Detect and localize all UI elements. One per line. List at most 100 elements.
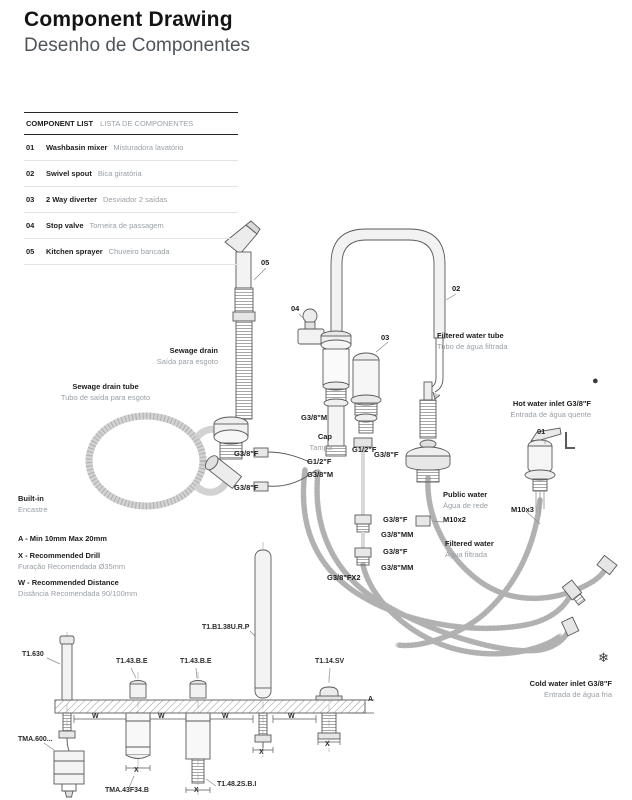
hose-fittings-drawing	[561, 554, 618, 637]
thread-label-g38f-r1: G3/8"F	[374, 450, 399, 459]
row-num: 02	[26, 169, 35, 178]
row-name-pt: Bica giratória	[97, 169, 142, 178]
code-t1630: T1.630	[22, 651, 44, 658]
dim-x-2: X	[194, 787, 199, 794]
component-list-title-en: COMPONENT LIST	[26, 119, 94, 128]
thread-label-g38mm-1: G3/8"MM	[381, 530, 414, 539]
callout-text-pt: Saída para esgoto	[156, 356, 218, 366]
callout-built-in: Built-in Encastre	[18, 494, 48, 515]
filtered-water-tube-drawing	[431, 338, 444, 400]
swivel-spout-drawing	[330, 228, 446, 339]
thread-label-m10x3: M10x3	[511, 505, 534, 514]
callout-text-en: Hot water inlet G3/8"F	[512, 399, 591, 408]
code-t114sv: T1.14.SV	[315, 658, 345, 665]
thread-label-g38mm-2: G3/8"MM	[381, 563, 414, 572]
part-ref-02: 02	[452, 284, 461, 293]
center-fittings-drawing	[353, 437, 431, 566]
component-list-row: 02 Swivel spout Bica giratória	[24, 161, 238, 187]
row-name-en: Swivel spout	[46, 169, 92, 178]
callout-filtered-water: Filtered water Água filtrada	[445, 539, 494, 560]
row-name-en: Kitchen sprayer	[46, 247, 103, 256]
callout-text-pt: Tubo de saída para esgoto	[60, 392, 151, 402]
component-list: COMPONENT LIST LISTA DE COMPONENTES 01 W…	[24, 112, 238, 265]
dim-w-3: W	[222, 713, 229, 720]
dim-w-1: W	[92, 713, 99, 720]
component-list-title-pt: LISTA DE COMPONENTES	[100, 119, 194, 128]
thread-label-g38f-m2: G3/8"F	[383, 547, 408, 556]
callout-text-en: Built-in	[18, 494, 44, 503]
callout-text-en: Filtered water	[445, 539, 494, 548]
page-title: Component Drawing	[24, 8, 233, 31]
washbasin-mixer-drawing	[524, 427, 575, 517]
kitchen-sprayer-drawing	[224, 220, 261, 420]
thread-label-g38f-l2: G3/8"F	[234, 483, 259, 492]
row-name-pt: Torneira de passagem	[89, 221, 164, 230]
component-list-row: 04 Stop valve Torneira de passagem	[24, 213, 238, 239]
thread-label-g12f-2: G1/2"F	[307, 457, 332, 466]
callout-text-en: Cold water inlet G3/8"F	[529, 679, 612, 688]
callout-hot-water-inlet: Hot water inlet G3/8"F Entrada de água q…	[511, 399, 592, 420]
page-header: Component Drawing Desenho de Componentes	[24, 8, 250, 57]
note-w: W - Recommended Distance Distância Recom…	[18, 578, 137, 599]
part-ref-05: 05	[261, 258, 270, 267]
row-num: 01	[26, 143, 35, 152]
callout-text-en: Sewage drain	[169, 346, 218, 355]
sewage-drain-tube-drawing	[85, 412, 229, 510]
part-ref-01: 01	[537, 427, 546, 436]
callout-text-pt: Água de rede	[443, 500, 489, 510]
callout-sewage-drain: Sewage drain Saída para esgoto	[157, 346, 218, 367]
note-text-en: W - Recommended Distance	[18, 578, 119, 587]
row-name-en: Washbasin mixer	[46, 143, 108, 152]
left-fittings-drawing	[253, 447, 317, 492]
code-t1482sbi: T1.48.2S.B.I	[217, 781, 257, 788]
component-list-header: COMPONENT LIST LISTA DE COMPONENTES	[24, 112, 238, 135]
row-num: 03	[26, 195, 35, 204]
row-name-pt: Desviador 2 saídas	[103, 195, 168, 204]
callout-text-pt: Entrada de água quente	[510, 409, 592, 419]
callout-text-pt: Água filtrada	[445, 549, 488, 559]
dim-x-3: X	[259, 749, 264, 756]
dim-w-4: W	[288, 713, 295, 720]
thread-label-g12f-1: G1/2"F	[352, 445, 377, 454]
dim-x-4: X	[325, 741, 330, 748]
code-t1b138urp: T1.B1.38U.R.P	[202, 624, 250, 631]
callout-text-pt: Encastre	[18, 504, 48, 514]
thread-label-m10x2: M10x2	[443, 515, 466, 524]
component-list-row: 03 2 Way diverter Desviador 2 saídas	[24, 187, 238, 213]
note-a: A - Min 10mm Max 20mm	[18, 534, 107, 543]
part-ref-03: 03	[381, 333, 390, 342]
dim-a: A	[368, 696, 374, 703]
callout-text-pt: Entrada de água fria	[544, 689, 612, 699]
note-text-en: X - Recommended Drill	[18, 551, 101, 560]
row-num: 05	[26, 247, 35, 256]
callout-cold-water-inlet: Cold water inlet G3/8"F Entrada de água …	[530, 679, 612, 700]
dim-w-2: W	[158, 713, 165, 720]
mixer-column-drawing	[320, 330, 352, 457]
component-list-row: 01 Washbasin mixer Misturadora lavatório	[24, 135, 238, 161]
callout-text-pt: Tubo de água filtrada	[437, 341, 508, 351]
code-tma600: TMA.600...	[18, 736, 53, 743]
note-x: X - Recommended Drill Furação Recomendad…	[18, 551, 125, 572]
thread-label-g38m-top: G3/8"M	[301, 413, 328, 422]
thread-label-g38fx2: G3/8"FX2	[327, 573, 361, 582]
code-t143be-2: T1.43.B.E	[180, 658, 212, 665]
thread-label-g38f-l1: G3/8"F	[234, 449, 259, 458]
callout-text-en: Cap	[317, 432, 332, 441]
row-name-pt: Misturadora lavatório	[113, 143, 184, 152]
row-name-en: Stop valve	[46, 221, 84, 230]
code-tma43f34b: TMA.43F34.B	[105, 787, 149, 794]
thread-label-g38f-m1: G3/8"F	[383, 515, 408, 524]
cold-water-icon: ❄	[598, 650, 609, 665]
callout-text-en: Sewage drain tube	[72, 382, 139, 391]
thread-label-g38m-2: G3/8"M	[307, 470, 334, 479]
diverter-drawing	[350, 352, 382, 434]
callout-text-pt: Tampa	[309, 442, 332, 452]
callout-public-water: Public water Água de rede	[443, 490, 488, 511]
hot-water-icon: ●	[592, 375, 599, 387]
installation-drawing	[53, 542, 374, 798]
note-text-pt: Distância Recomendada 90/100mm	[18, 588, 138, 598]
callout-cap: Cap Tampa	[309, 432, 332, 453]
part-ref-04: 04	[291, 304, 300, 313]
